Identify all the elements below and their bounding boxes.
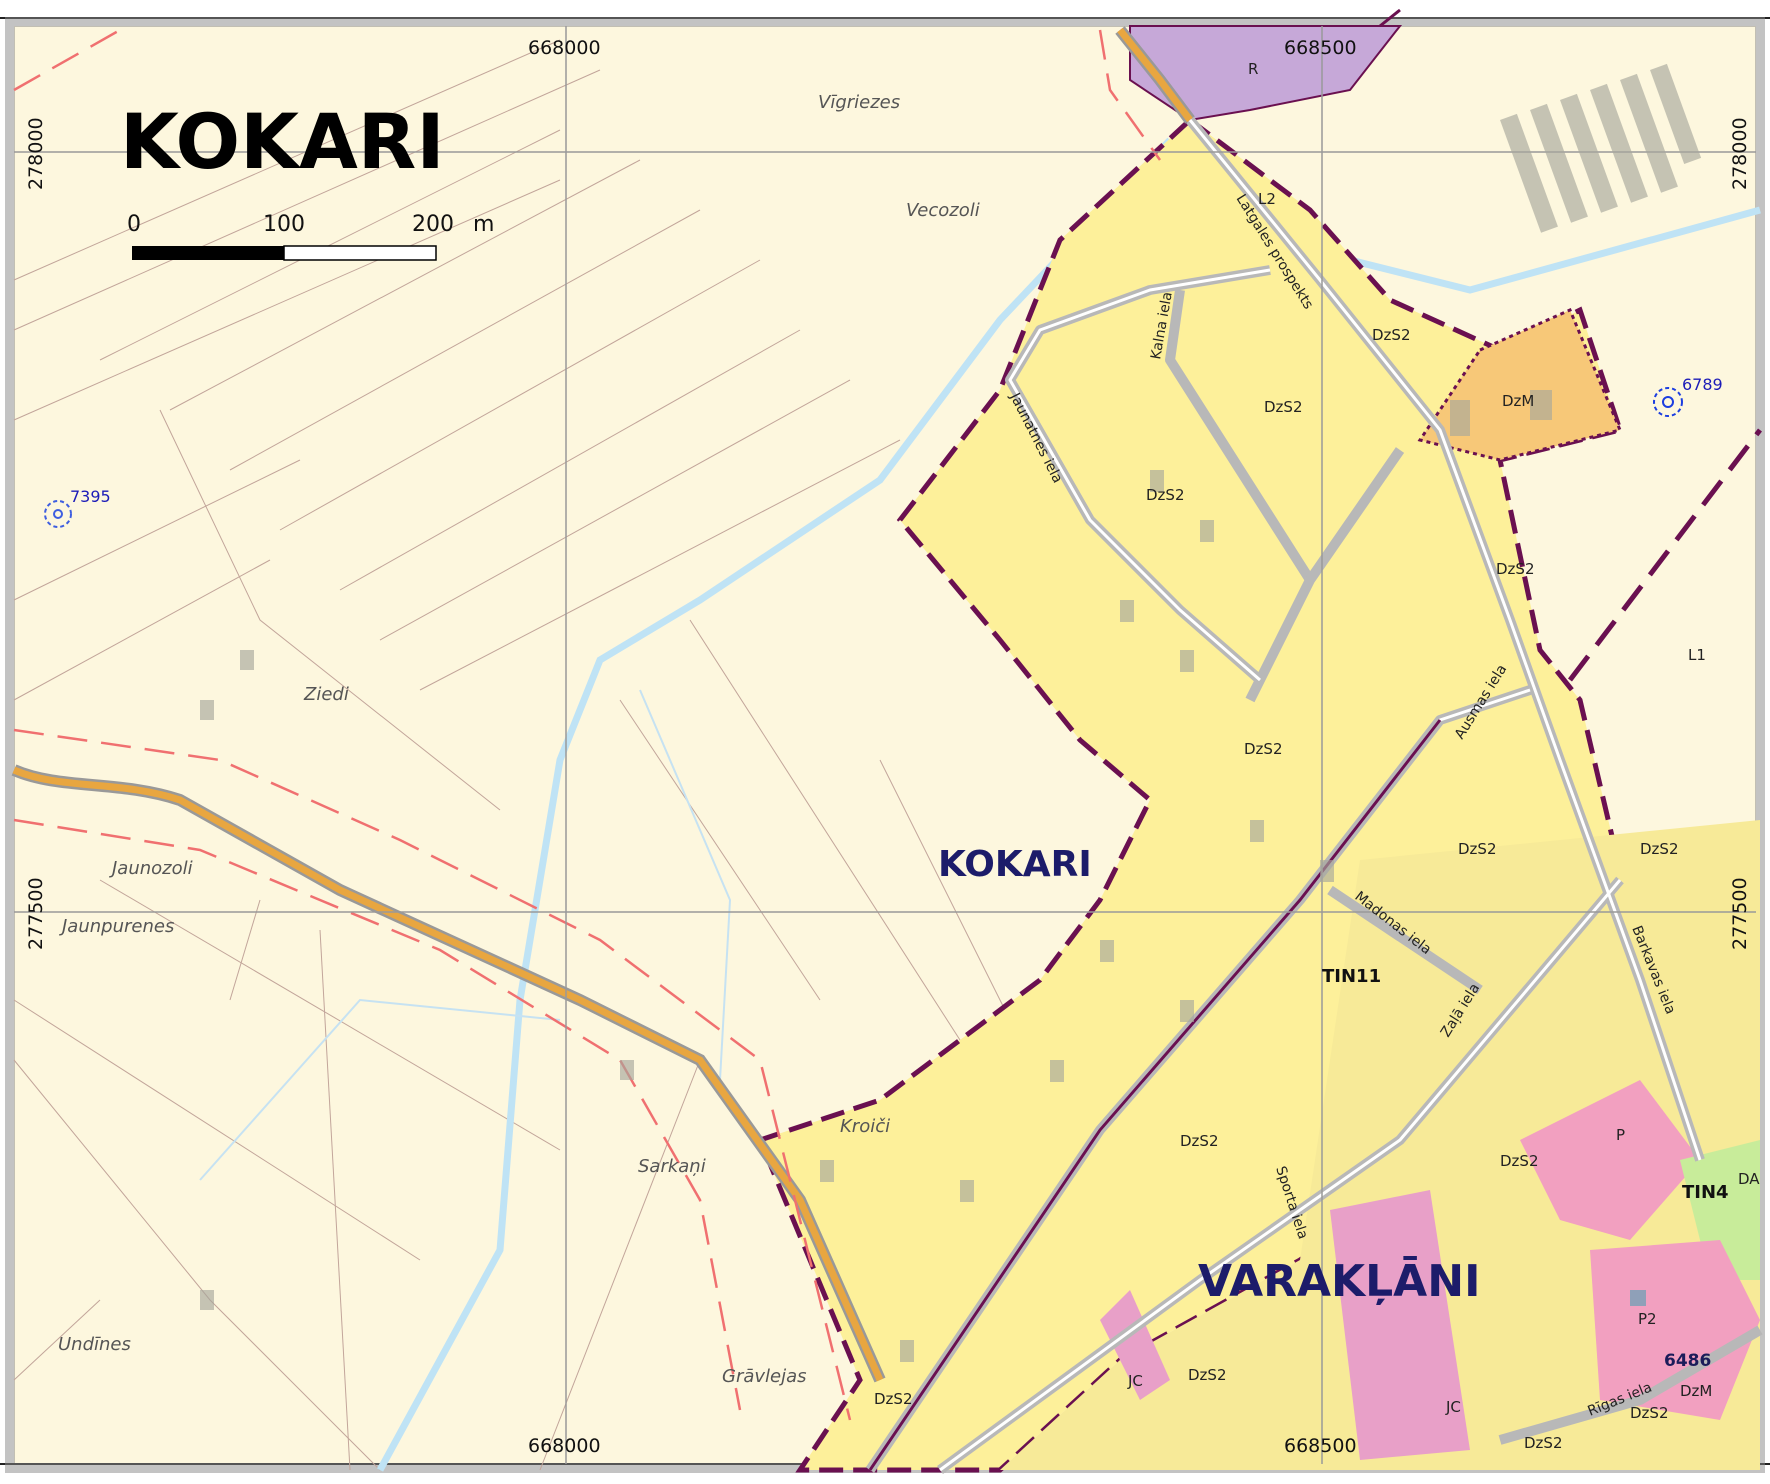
scale-bar: 0 100 200 m (127, 212, 494, 261)
zone-label-dzs2: DzS2 (1500, 1152, 1539, 1170)
grid-y-277500-right: 277500 (1729, 877, 1751, 950)
place-jaunpurenes: Jaunpurenes (59, 916, 174, 937)
zone-label-dzs2: DzS2 (1244, 740, 1283, 758)
scale-label-200: 200 (412, 212, 454, 237)
place-vecozoli: Vecozoli (906, 200, 980, 221)
settlement-kokari: KOKARI (938, 844, 1092, 885)
zone-label-r: R (1248, 60, 1258, 78)
zone-label-dzs2: DzS2 (1372, 326, 1411, 344)
zone-label-dzs2: DzS2 (1630, 1404, 1669, 1422)
survey-point-7395[interactable] (44, 500, 72, 528)
grid-x-668500-bottom: 668500 (1284, 1435, 1357, 1457)
zone-label-dzs2: DzS2 (1640, 840, 1679, 858)
zone-label-dzs2: DzS2 (874, 1390, 913, 1408)
grid-y-277500-left: 277500 (25, 877, 47, 950)
zone-label-dzm: DzM (1680, 1382, 1712, 1400)
zone-label-p: P (1616, 1126, 1625, 1144)
coordinate-grid (14, 26, 1756, 1464)
zone-label-l2: L2 (1258, 190, 1276, 208)
place-undines: Undīnes (58, 1334, 131, 1355)
scale-label-0: 0 (127, 212, 141, 237)
grid-y-278000-right: 278000 (1729, 117, 1751, 190)
zone-label-l1: L1 (1688, 646, 1706, 664)
zone-label-dzs2: DzS2 (1188, 1366, 1227, 1384)
buildings (200, 63, 1702, 1362)
place-vigriezes: Vīgriezes (818, 92, 900, 113)
zone-label-p2: P2 (1638, 1310, 1657, 1328)
zone-p2[interactable] (1590, 1240, 1760, 1420)
place-ziedi: Ziedi (303, 684, 349, 705)
survey-label-7395: 7395 (70, 487, 111, 506)
scale-unit: m (473, 212, 494, 237)
zone-label-dzs2: DzS2 (1264, 398, 1303, 416)
zone-label-dzs2: DzS2 (1180, 1132, 1219, 1150)
survey-point-6486[interactable] (1630, 1290, 1646, 1306)
zone-label-tin4: TIN4 (1682, 1182, 1729, 1203)
grid-x-668000-bottom: 668000 (528, 1435, 601, 1457)
grid-x-668500-top: 668500 (1284, 37, 1357, 59)
zone-label-dzs2: DzS2 (1146, 486, 1185, 504)
zone-label-dzs2: DzS2 (1496, 560, 1535, 578)
zone-label-dzs2: DzS2 (1458, 840, 1497, 858)
place-kroici: Kroiči (840, 1116, 890, 1137)
protection-zones (13, 28, 1162, 1421)
survey-point-6789[interactable] (1653, 387, 1683, 417)
map-title: KOKARI (120, 97, 445, 186)
place-jaunozoli: Jaunozoli (109, 858, 193, 879)
grid-x-668000-top: 668000 (528, 37, 601, 59)
scale-label-100: 100 (263, 212, 305, 237)
zone-p[interactable] (1520, 1080, 1700, 1240)
zone-jc-2[interactable] (1330, 1190, 1470, 1460)
zone-label-jc: JC (1445, 1398, 1461, 1416)
zone-label-jc: JC (1127, 1372, 1143, 1390)
survey-label-6789: 6789 (1682, 375, 1723, 394)
zone-label-tin11: TIN11 (1322, 966, 1381, 987)
zone-jc-1[interactable] (1100, 1290, 1170, 1400)
zone-r[interactable] (1129, 25, 1403, 122)
settlement-varaklani: VARAKĻĀNI (1198, 1255, 1480, 1307)
place-sarkani: Sarkaņi (638, 1156, 706, 1177)
place-gravlejas: Grāvlejas (722, 1366, 807, 1387)
survey-label-6486: 6486 (1664, 1351, 1711, 1371)
zone-label-dzm: DzM (1502, 392, 1534, 410)
zone-green (1680, 1140, 1760, 1280)
zone-varaklani-core (1000, 820, 1760, 1470)
zone-label-da: DA (1738, 1170, 1760, 1188)
grid-y-278000-left: 278000 (25, 117, 47, 190)
zone-label-dzs2: DzS2 (1524, 1434, 1563, 1452)
